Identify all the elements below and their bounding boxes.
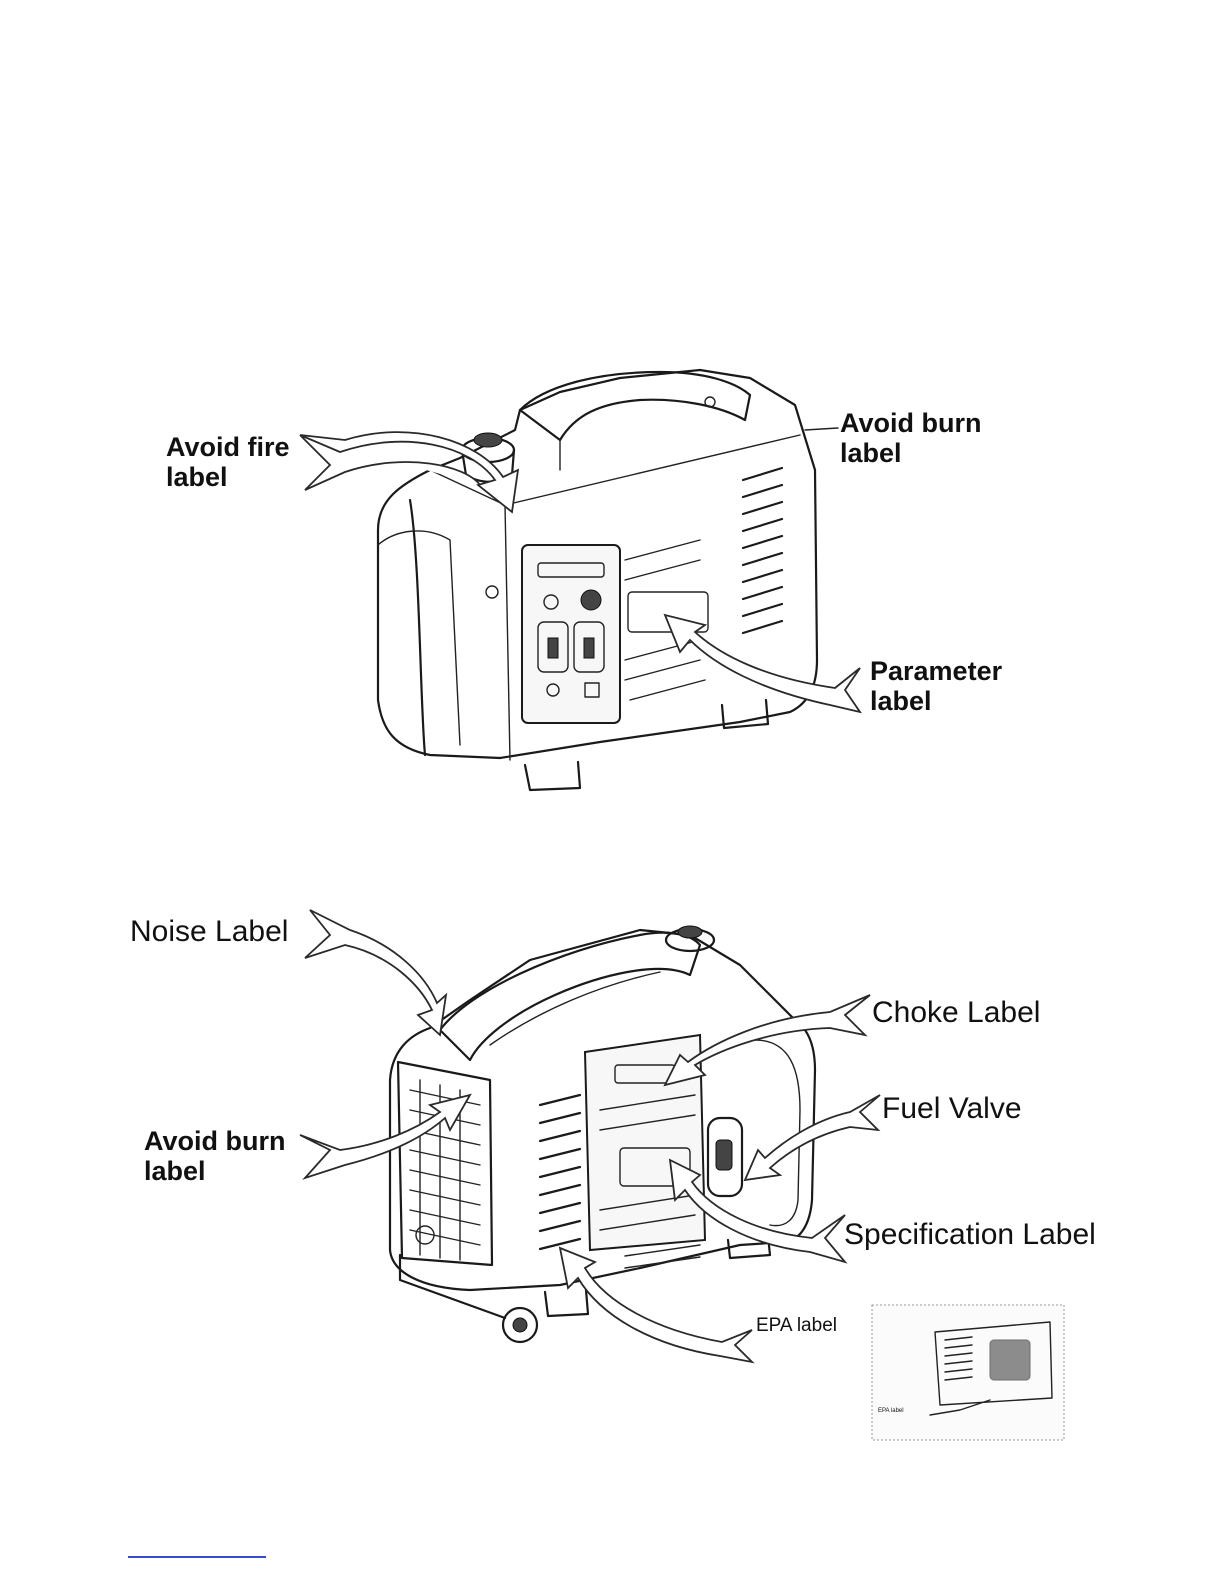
avoid-burn-leader (805, 428, 838, 430)
avoid-burn-label-bottom-line1: Avoid burn (144, 1126, 286, 1156)
inset-epa-label: EPA label (878, 1408, 904, 1415)
generator-top-illustration (378, 370, 817, 790)
avoid-burn-label-top-line1: Avoid burn (840, 408, 982, 438)
avoid-burn-label-top: Avoid burn label (840, 408, 982, 468)
avoid-fire-label: Avoid fire label (166, 432, 290, 492)
avoid-burn-label-bottom: Avoid burn label (144, 1126, 286, 1186)
parameter-label-line2: label (870, 686, 1002, 716)
avoid-burn-label-bottom-line2: label (144, 1156, 286, 1186)
avoid-burn-label-top-line2: label (840, 438, 982, 468)
avoid-fire-label-line2: label (166, 462, 290, 492)
avoid-fire-label-line1: Avoid fire (166, 432, 290, 462)
parameter-arrow (665, 615, 860, 712)
noise-arrow (305, 910, 446, 1035)
epa-inset-photo (872, 1305, 1064, 1440)
generator-bottom-illustration (390, 926, 815, 1342)
noise-label: Noise Label (130, 915, 288, 949)
epa-label: EPA label (756, 1315, 837, 1336)
footer-rule (128, 1556, 266, 1558)
avoid-burn-bottom-arrow (300, 1095, 470, 1178)
specification-label: Specification Label (844, 1218, 1096, 1252)
fuel-valve-label: Fuel Valve (882, 1092, 1022, 1126)
parameter-label: Parameter label (870, 656, 1002, 716)
choke-label: Choke Label (872, 996, 1040, 1030)
parameter-label-line1: Parameter (870, 656, 1002, 686)
